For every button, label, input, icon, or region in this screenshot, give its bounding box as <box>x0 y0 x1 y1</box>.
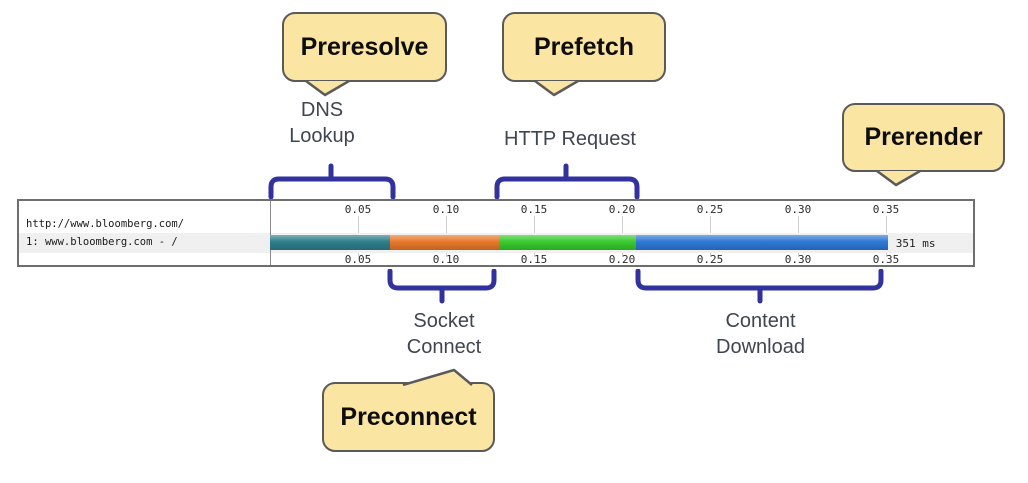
callout-prerender-bubble: Prerender <box>842 103 1005 172</box>
phase-label-http-request: HTTP Request <box>504 128 636 150</box>
tick-label: 0.15 <box>520 253 548 266</box>
tick-line <box>886 216 887 233</box>
tick-line <box>446 216 447 233</box>
tick-label: 0.30 <box>784 203 812 216</box>
tick-line <box>886 253 887 257</box>
tick-label: 0.25 <box>696 253 724 266</box>
tick-line <box>798 253 799 257</box>
tick-line <box>358 216 359 233</box>
bar-segment-socket-connect <box>389 235 499 250</box>
phase-label-dns-lookup: DNS Lookup <box>289 99 355 147</box>
callout-tail-down-icon <box>876 170 921 187</box>
callout-preconnect-label: Preconnect <box>340 402 477 431</box>
phase-label-socket-connect: Socket Connect <box>406 310 482 358</box>
tick-line <box>622 216 623 233</box>
tick-label: 0.10 <box>432 203 460 216</box>
tick-line <box>798 216 799 233</box>
callout-tail-down-icon <box>305 80 350 97</box>
tick-label: 0.35 <box>872 253 900 266</box>
tick-label: 0.35 <box>872 203 900 216</box>
brace-socket-connect-icon <box>387 269 497 304</box>
callout-prefetch-bubble: Prefetch <box>502 12 666 82</box>
bar-segment-content-download <box>636 235 888 250</box>
tick-line <box>534 216 535 233</box>
tick-label: 0.20 <box>608 203 636 216</box>
tick-label: 0.20 <box>608 253 636 266</box>
callout-tail-down-icon <box>534 80 579 97</box>
tick-line <box>358 253 359 257</box>
tick-label: 0.15 <box>520 203 548 216</box>
tick-line <box>534 253 535 257</box>
tick-line <box>622 253 623 257</box>
callout-preresolve: Preresolve <box>282 12 447 97</box>
tick-label: 0.05 <box>344 253 372 266</box>
waterfall-chart: http://www.bloomberg.com/ 1: www.bloombe… <box>17 199 975 267</box>
brace-content-download-icon <box>635 269 884 304</box>
callout-prefetch-label: Prefetch <box>533 32 635 61</box>
callout-preresolve-label: Preresolve <box>300 32 429 61</box>
tick-line <box>446 253 447 257</box>
tick-line <box>710 216 711 233</box>
tick-label: 0.30 <box>784 253 812 266</box>
tick-label: 0.05 <box>344 203 372 216</box>
tick-label: 0.10 <box>432 253 460 266</box>
callout-preconnect-bubble: Preconnect <box>322 382 495 452</box>
bar-segment-dns-lookup <box>270 235 390 250</box>
callout-preresolve-bubble: Preresolve <box>282 12 447 82</box>
tick-label: 0.25 <box>696 203 724 216</box>
phase-label-content-download: Content Download <box>716 310 805 358</box>
callout-preconnect: Preconnect <box>322 368 495 452</box>
column-divider <box>270 201 271 265</box>
callout-tail-up-icon <box>402 368 473 386</box>
callout-prerender-label: Prerender <box>864 123 983 151</box>
callout-prerender: Prerender <box>842 103 1005 187</box>
tick-line <box>710 253 711 257</box>
brace-dns-lookup-icon <box>268 163 396 200</box>
page-url-text: http://www.bloomberg.com/ <box>26 218 185 230</box>
brace-http-request-icon <box>494 163 640 200</box>
bar-segment-http-request <box>498 235 637 250</box>
request-label-text: 1: www.bloomberg.com - / <box>26 236 178 248</box>
total-time-label: 351 ms <box>895 237 936 250</box>
callout-prefetch: Prefetch <box>502 12 666 97</box>
